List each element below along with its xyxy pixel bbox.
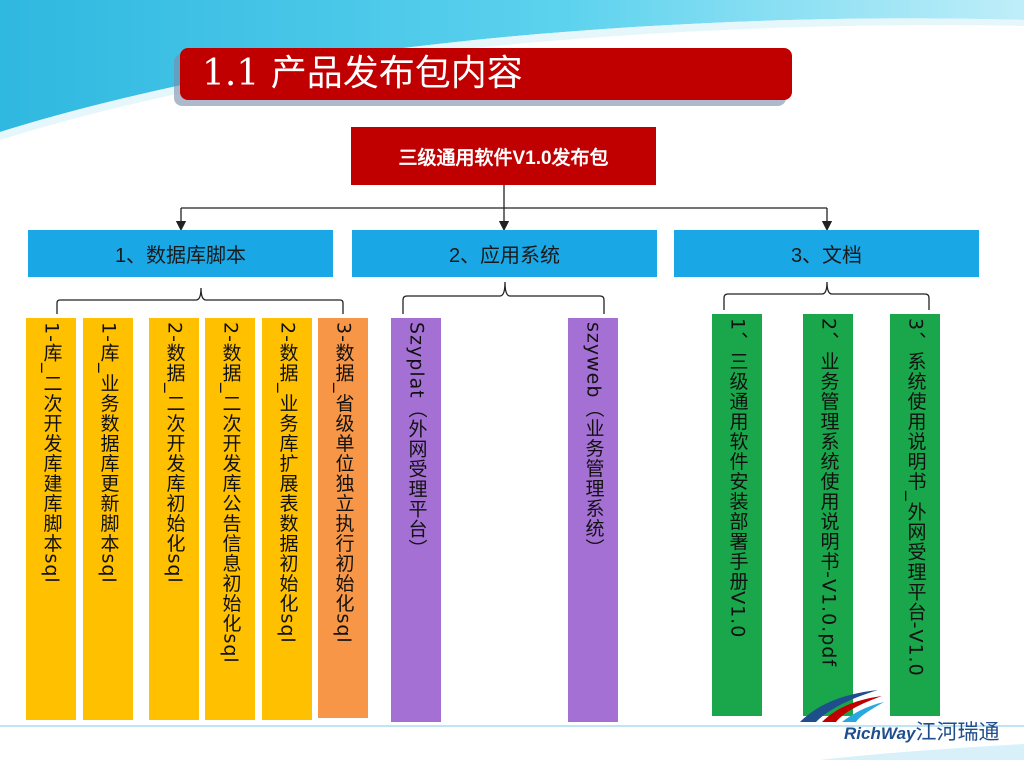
root-node: 三级通用软件V1.0发布包: [351, 127, 656, 185]
db-script-label: 2-数据_二次开发库初始化sql: [163, 322, 186, 584]
doc-item-label: 2、业务管理系统使用说明书-V1.0.pdf: [817, 318, 840, 668]
category-database-scripts: 1、数据库脚本: [28, 230, 333, 277]
slide-title-bar: 1.1 产品发布包内容: [180, 48, 792, 100]
doc-item-label: 1、三级通用软件安装部署手册V1.0: [726, 318, 749, 639]
category-documents: 3、文档: [674, 230, 979, 277]
app-item-label: Szyplat（外网受理平台）: [405, 322, 428, 559]
db-script-label: 1-库_二次开发库建库脚本sql: [40, 322, 63, 584]
slide-title: 1.1 产品发布包内容: [202, 53, 523, 94]
app-item-szyweb: szyweb（业务管理系统）: [568, 318, 618, 722]
db-script-label: 1-库_业务数据库更新脚本sql: [97, 322, 120, 584]
richway-logo: RichWay江河瑞通: [796, 688, 1006, 748]
app-item-label: szyweb（业务管理系统）: [582, 322, 605, 559]
db-script-item: 3-数据_省级单位独立执行初始化sql: [318, 318, 368, 718]
db-script-item: 1-库_业务数据库更新脚本sql: [83, 318, 133, 720]
doc-item-label: 3、系统使用说明书_外网受理平台-V1.0: [904, 318, 927, 677]
logo-latin-text: RichWay: [844, 724, 916, 743]
logo-swoosh-icon: [800, 690, 884, 722]
db-script-label: 2-数据_二次开发库公告信息初始化sql: [219, 322, 242, 664]
doc-item: 2、业务管理系统使用说明书-V1.0.pdf: [803, 314, 853, 716]
db-script-label: 2-数据_业务库扩展表数据初始化sql: [276, 322, 299, 644]
logo-wordmark: RichWay江河瑞通: [844, 716, 1000, 746]
logo-chinese-text: 江河瑞通: [915, 720, 1000, 744]
app-item-szyplat: Szyplat（外网受理平台）: [391, 318, 441, 722]
db-script-item: 2-数据_二次开发库公告信息初始化sql: [205, 318, 255, 720]
db-script-item: 1-库_二次开发库建库脚本sql: [26, 318, 76, 720]
db-script-label: 3-数据_省级单位独立执行初始化sql: [332, 322, 355, 644]
category-applications: 2、应用系统: [352, 230, 657, 277]
db-script-item: 2-数据_业务库扩展表数据初始化sql: [262, 318, 312, 720]
db-script-item: 2-数据_二次开发库初始化sql: [149, 318, 199, 720]
doc-item: 1、三级通用软件安装部署手册V1.0: [712, 314, 762, 716]
doc-item: 3、系统使用说明书_外网受理平台-V1.0: [890, 314, 940, 716]
